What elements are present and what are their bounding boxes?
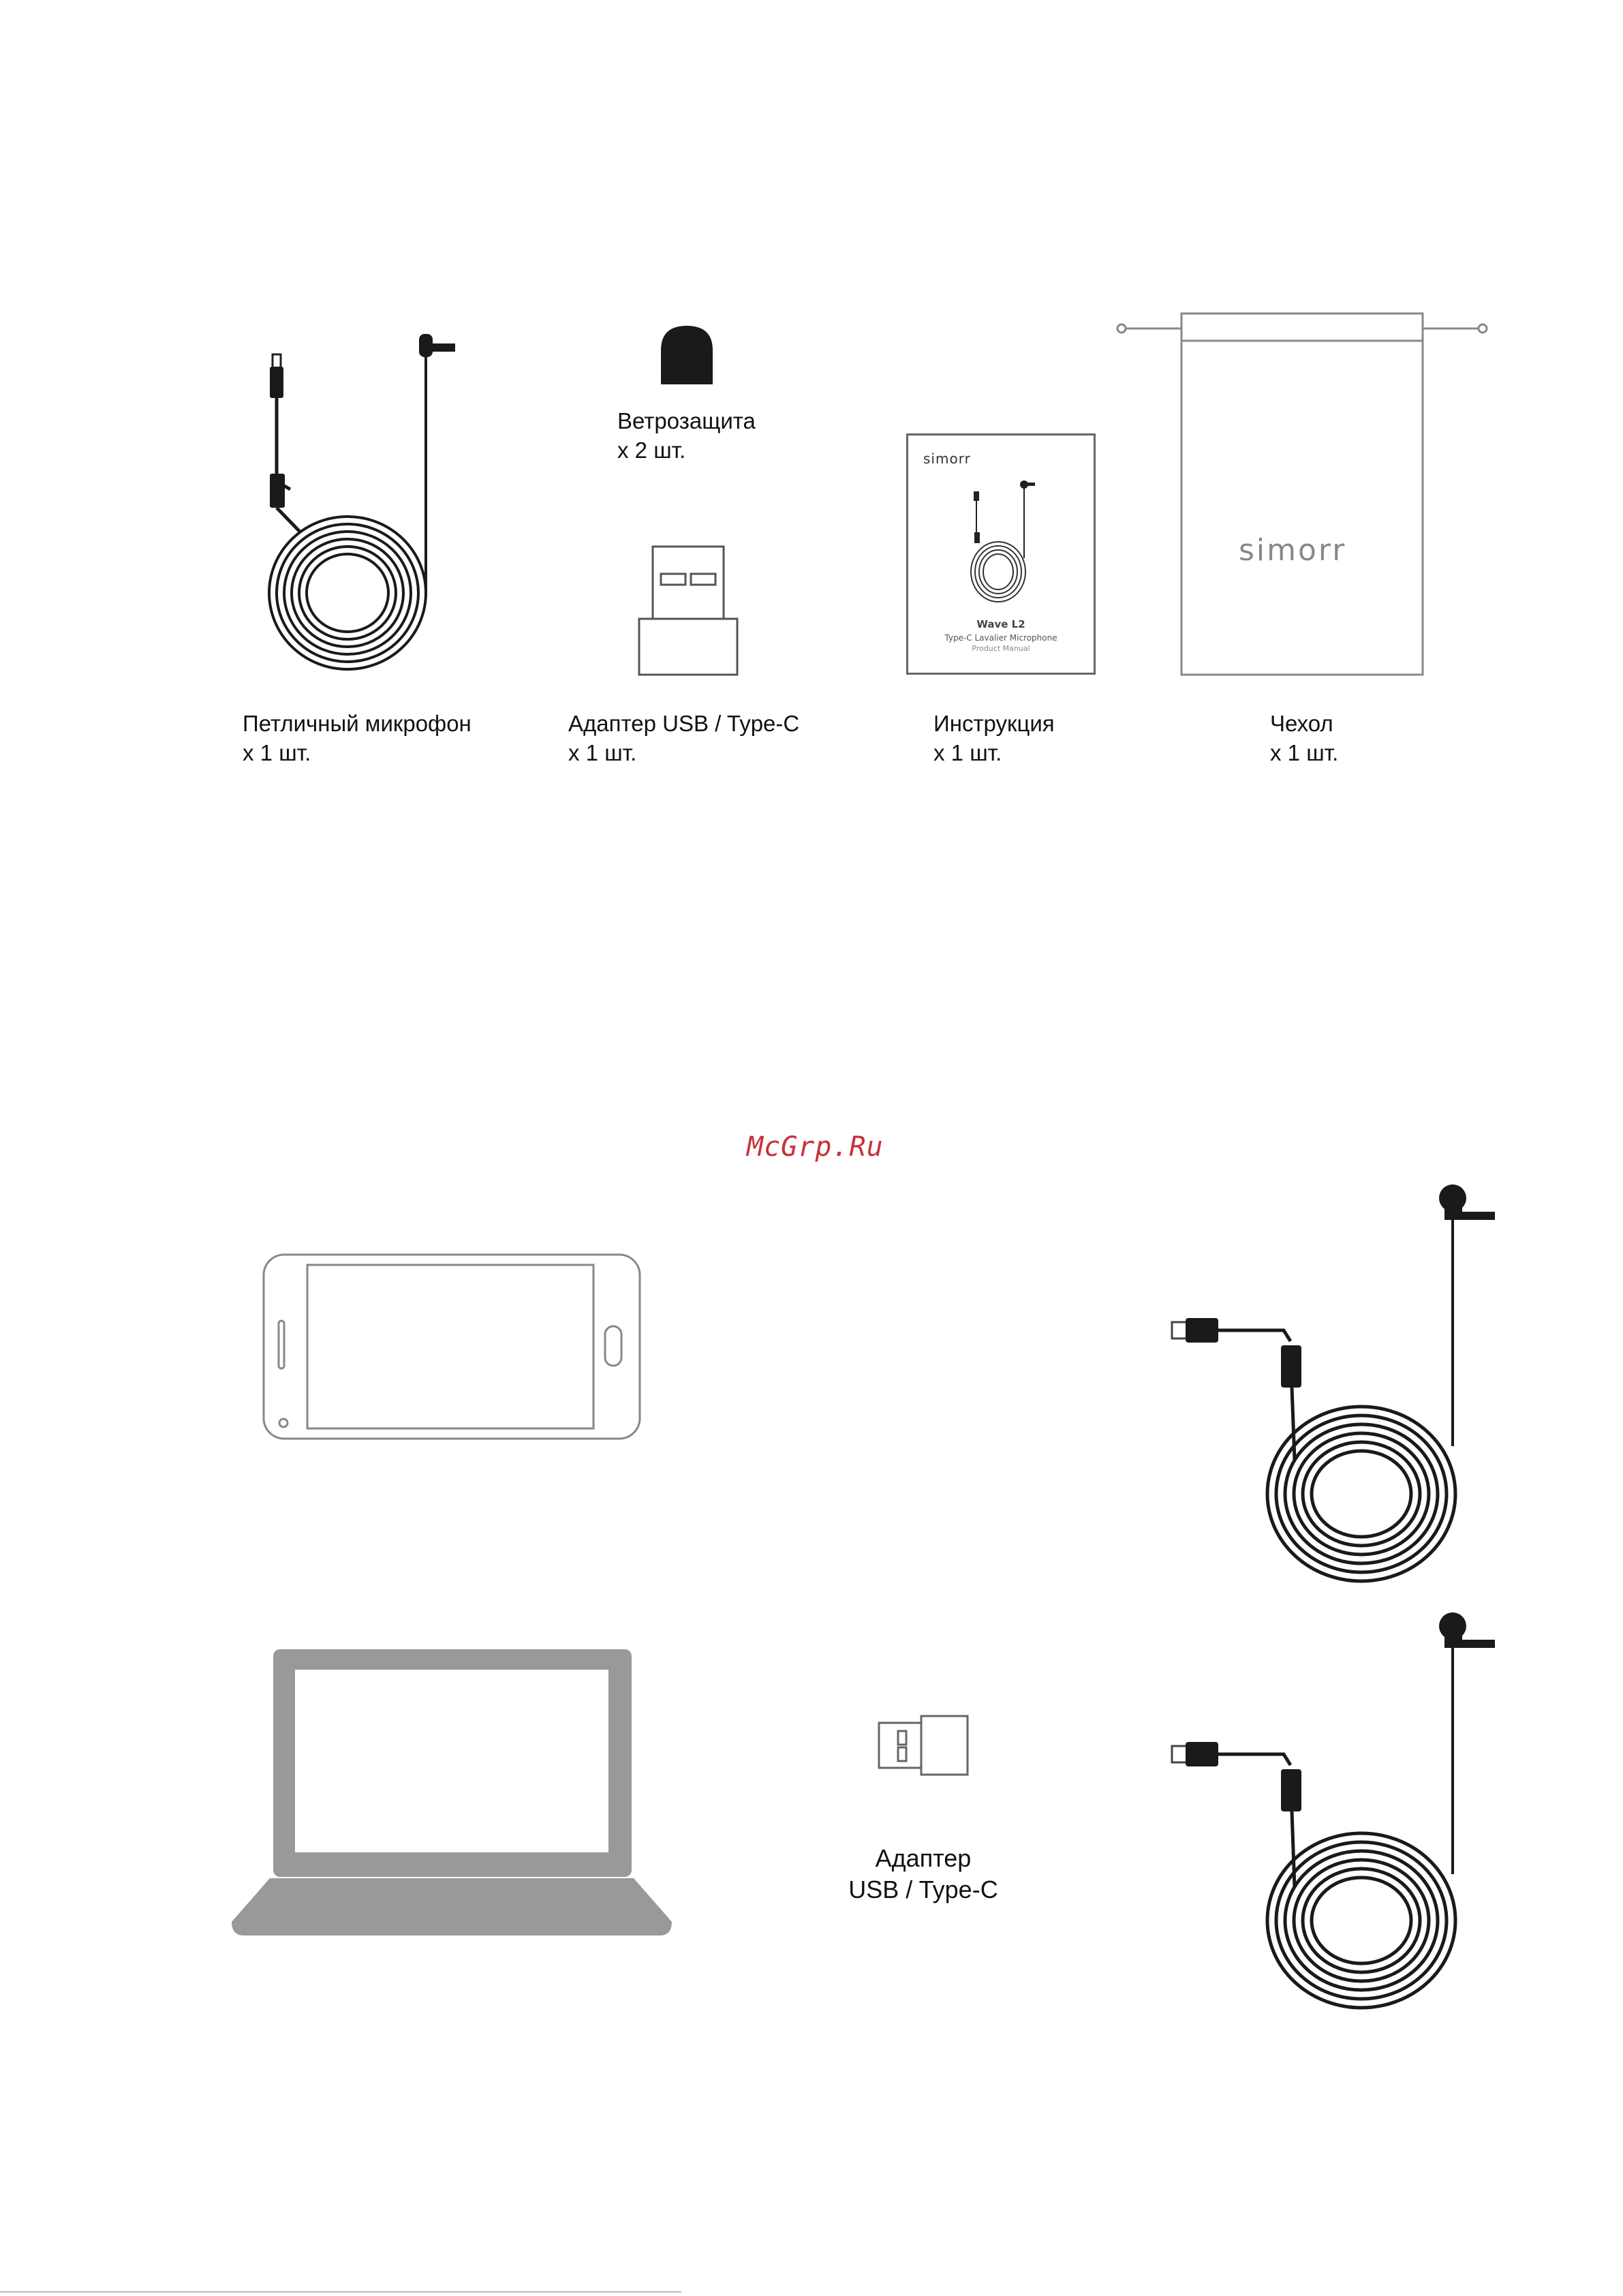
kit-item-pouch-label: Чехол x 1 шт. [1270,709,1338,767]
manual-subtitle: Type-C Lavalier Microphone [908,633,1094,643]
kit-item-manual-name: Инструкция [933,709,1055,738]
manual-brand: simorr [923,450,971,467]
kit-item-manual-label: Инструкция x 1 шт. [933,709,1055,767]
kit-item-windscreen-label: Ветрозащита x 2 шт. [617,406,756,465]
adapter-caption: Адаптер USB / Type-C [811,1843,1036,1905]
kit-item-manual-qty: x 1 шт. [933,738,1055,767]
lavalier-mic-icon [245,307,491,688]
kit-item-mic-name: Петличный микрофон [243,709,472,738]
pouch-icon [1115,311,1489,679]
kit-item-adapter-label: Адаптер USB / Type-C x 1 шт. [568,709,799,767]
kit-item-adapter-qty: x 1 шт. [568,738,799,767]
pouch-brand: simorr [1239,533,1346,568]
watermark: McGrp.Ru [747,1131,884,1163]
bottom-divider [0,2291,681,2293]
usb-adapter-icon [636,544,740,677]
kit-item-pouch-qty: x 1 шт. [1270,738,1338,767]
kit-item-windscreen-name: Ветрозащита [617,406,756,435]
usb-adapter-icon [876,1713,972,1779]
manual-cover-mic-icon [963,476,1058,613]
lavalier-mic-icon [1172,1174,1513,1596]
laptop-icon [230,1649,673,1938]
kit-item-adapter-name: Адаптер USB / Type-C [568,709,799,738]
kit-item-pouch-name: Чехол [1270,709,1338,738]
manual-doc: Product Manual [908,644,1094,653]
kit-item-mic-label: Петличный микрофон x 1 шт. [243,709,472,767]
manual-icon: simorr Wave L2 Type-C Lavalier Microphon… [906,433,1096,675]
smartphone-icon [262,1253,642,1441]
kit-item-mic-qty: x 1 шт. [243,738,472,767]
adapter-caption-line2: USB / Type-C [811,1874,1036,1905]
adapter-caption-line1: Адаптер [811,1843,1036,1874]
kit-item-windscreen-qty: x 2 шт. [617,435,756,465]
manual-model: Wave L2 [908,618,1094,630]
lavalier-mic-icon [1172,1602,1513,2024]
windscreen-icon [658,323,715,387]
